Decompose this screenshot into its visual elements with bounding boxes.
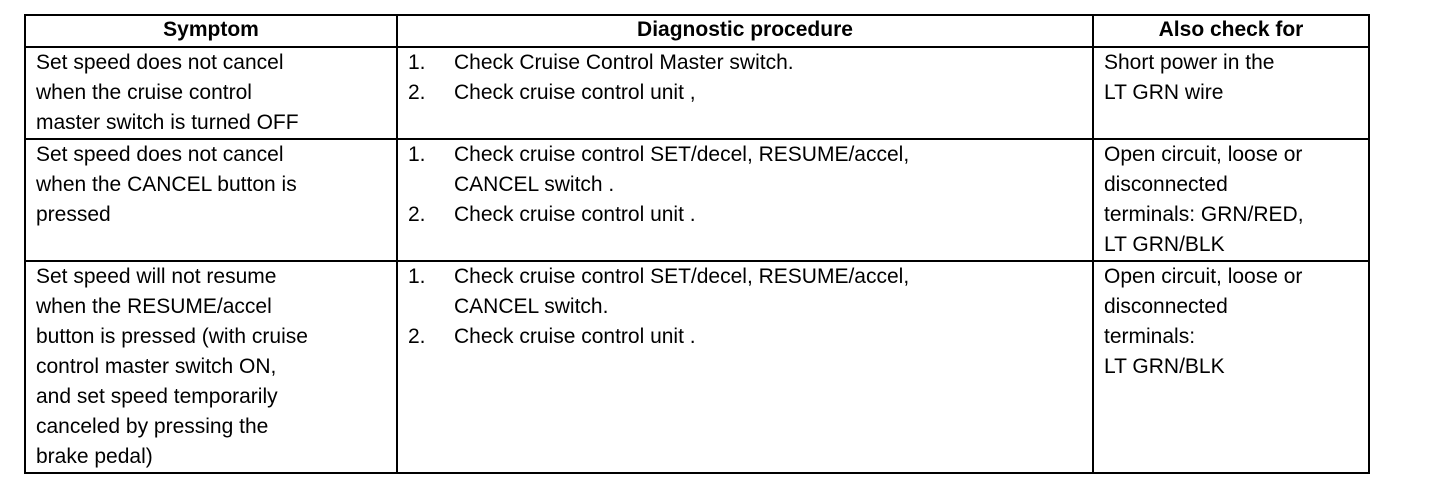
- symptom-line: pressed: [36, 203, 111, 226]
- check-line: Short power in the: [1104, 51, 1275, 74]
- table-row: Set speed does not cancel when the CANCE…: [24, 138, 1370, 262]
- table-row: Set speed does not cancel when the cruis…: [24, 46, 1370, 140]
- step-number: 1.: [408, 51, 426, 74]
- step-number: 2.: [408, 81, 426, 104]
- symptom-line: canceled by pressing the: [36, 415, 269, 438]
- check-line: terminals: GRN/RED,: [1104, 203, 1304, 226]
- symptom-line: brake pedal): [36, 445, 153, 468]
- check-line: Open circuit, loose or: [1104, 265, 1303, 288]
- symptom-line: when the RESUME/accel: [36, 295, 272, 318]
- step-line: Check cruise control SET/decel, RESUME/a…: [454, 265, 910, 288]
- step-text: Check cruise control unit .: [454, 322, 1084, 352]
- symptom-line: and set speed temporarily: [36, 385, 278, 408]
- symptom-line: master switch is turned OFF: [36, 111, 299, 134]
- procedure-step: 1. Check cruise control SET/decel, RESUM…: [408, 140, 1084, 200]
- procedure-step: 2. Check cruise control unit .: [408, 200, 1084, 230]
- step-text: Check cruise control SET/decel, RESUME/a…: [454, 140, 1084, 200]
- step-number: 1.: [408, 265, 426, 288]
- step-number: 2.: [408, 203, 426, 226]
- check-line: LT GRN wire: [1104, 81, 1224, 104]
- symptom-line: Set speed does not cancel: [36, 51, 284, 74]
- check-line: LT GRN/BLK: [1104, 355, 1225, 378]
- check-line: Open circuit, loose or: [1104, 143, 1303, 166]
- step-number: 1.: [408, 143, 426, 166]
- table-row: Set speed will not resume when the RESUM…: [24, 260, 1370, 474]
- step-number: 2.: [408, 325, 426, 348]
- diagnostic-table: Symptom Diagnostic procedure Also check …: [24, 14, 1370, 474]
- step-text: Check cruise control SET/decel, RESUME/a…: [454, 262, 1084, 322]
- step-line: Check cruise control unit ,: [454, 81, 696, 104]
- procedure-cell: 1. Check cruise control SET/decel, RESUM…: [396, 138, 1094, 262]
- table-header-row: Symptom Diagnostic procedure Also check …: [24, 14, 1370, 48]
- also-check-cell: Open circuit, loose or disconnected term…: [1092, 260, 1370, 474]
- procedure-step: 1. Check Cruise Control Master switch.: [408, 48, 1084, 78]
- header-symptom: Symptom: [24, 14, 398, 48]
- step-line: Check cruise control SET/decel, RESUME/a…: [454, 143, 910, 166]
- also-check-cell: Open circuit, loose or disconnected term…: [1092, 138, 1370, 262]
- procedure-cell: 1. Check Cruise Control Master switch. 2…: [396, 46, 1094, 140]
- procedure-steps: 1. Check cruise control SET/decel, RESUM…: [408, 262, 1084, 352]
- symptom-line: when the CANCEL button is: [36, 173, 297, 196]
- symptom-cell: Set speed does not cancel when the CANCE…: [24, 138, 398, 262]
- procedure-steps: 1. Check Cruise Control Master switch. 2…: [408, 48, 1084, 108]
- procedure-step: 2. Check cruise control unit ,: [408, 78, 1084, 108]
- header-diagnostic-procedure: Diagnostic procedure: [396, 14, 1094, 48]
- step-line: CANCEL switch.: [454, 295, 609, 318]
- check-line: terminals:: [1104, 325, 1196, 348]
- step-text: Check cruise control unit ,: [454, 78, 1084, 108]
- symptom-cell: Set speed does not cancel when the cruis…: [24, 46, 398, 140]
- procedure-step: 2. Check cruise control unit .: [408, 322, 1084, 352]
- header-also-check-for: Also check for: [1092, 14, 1370, 48]
- symptom-line: button is pressed (with cruise: [36, 325, 308, 348]
- symptom-line: Set speed will not resume: [36, 265, 277, 288]
- also-check-cell: Short power in the LT GRN wire: [1092, 46, 1370, 140]
- check-line: disconnected: [1104, 295, 1228, 318]
- step-text: Check cruise control unit .: [454, 200, 1084, 230]
- symptom-line: Set speed does not cancel: [36, 143, 284, 166]
- symptom-cell: Set speed will not resume when the RESUM…: [24, 260, 398, 474]
- procedure-steps: 1. Check cruise control SET/decel, RESUM…: [408, 140, 1084, 230]
- step-text: Check Cruise Control Master switch.: [454, 48, 1084, 78]
- procedure-cell: 1. Check cruise control SET/decel, RESUM…: [396, 260, 1094, 474]
- step-line: CANCEL switch .: [454, 173, 615, 196]
- step-line: Check Cruise Control Master switch.: [454, 51, 794, 74]
- symptom-line: control master switch ON,: [36, 355, 277, 378]
- step-line: Check cruise control unit .: [454, 203, 696, 226]
- check-line: LT GRN/BLK: [1104, 233, 1225, 256]
- step-line: Check cruise control unit .: [454, 325, 696, 348]
- check-line: disconnected: [1104, 173, 1228, 196]
- procedure-step: 1. Check cruise control SET/decel, RESUM…: [408, 262, 1084, 322]
- symptom-line: when the cruise control: [36, 81, 252, 104]
